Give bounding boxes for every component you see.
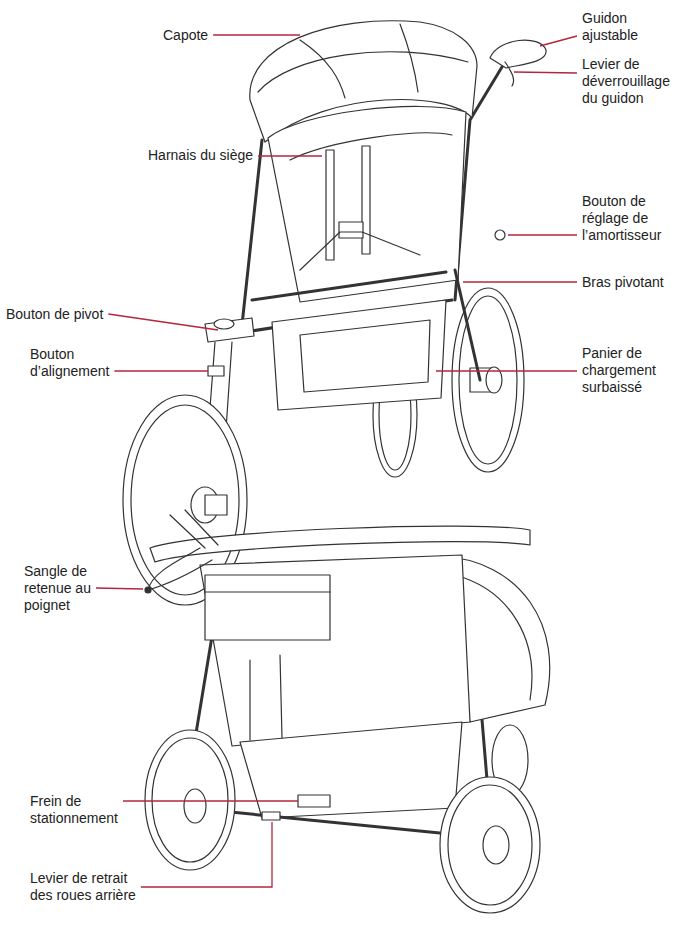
stroller-front-view-part <box>242 140 262 325</box>
stroller-rear-view-part <box>483 826 509 864</box>
stroller-front-view-part <box>252 272 446 300</box>
stroller-rear-view-part <box>440 777 540 913</box>
stroller-rear-view <box>145 510 550 913</box>
part-label: Bouton de pivot <box>6 306 136 323</box>
stroller-front-view-part <box>205 318 254 342</box>
stroller-front-view-part <box>205 495 227 515</box>
leader-line <box>463 281 577 282</box>
leader-line <box>108 314 218 330</box>
part-label: Capote <box>163 27 233 44</box>
stroller-rear-view-part <box>145 587 151 593</box>
leader-line <box>540 36 577 46</box>
part-label: Sangle de retenue au poignet <box>24 563 104 614</box>
leader-line <box>213 34 300 35</box>
leader-line <box>96 588 143 589</box>
stroller-rear-view-part <box>148 548 212 590</box>
part-label: Panier de chargement surbaissé <box>582 345 682 396</box>
stroller-rear-view-part <box>185 510 218 545</box>
stroller-rear-view-part <box>152 738 228 862</box>
stroller-front-view-part <box>208 366 224 376</box>
stroller-front-view-part <box>495 230 505 240</box>
stroller-front-view-part <box>400 24 418 92</box>
part-label: Bouton de réglage de l’amortisseur <box>582 193 686 244</box>
leader-line <box>436 370 577 371</box>
stroller-rear-view-part <box>205 591 330 592</box>
stroller-rear-view-part <box>205 575 330 640</box>
part-label: Bouton d’alignement <box>30 346 126 380</box>
stroller-rear-view-part <box>150 526 530 562</box>
stroller-front-view-part <box>214 319 234 329</box>
stroller-rear-view-part <box>145 730 235 870</box>
stroller-front-view-part <box>452 288 524 472</box>
part-label: Levier de déverrouillage du guidon <box>582 56 686 107</box>
stroller-rear-view-part <box>170 515 205 548</box>
stroller-front-view <box>123 21 546 605</box>
stroller-front-view-part <box>339 222 363 238</box>
stroller-front-view-part <box>490 40 546 68</box>
stroller-rear-view-part <box>240 722 462 818</box>
part-label: Harnais du siège <box>148 147 278 164</box>
leader-line <box>508 234 577 235</box>
stroller-front-view-part <box>272 300 446 410</box>
stroller-rear-view-part <box>262 812 280 820</box>
leader-line <box>114 370 208 371</box>
stroller-front-view-part <box>300 320 430 392</box>
part-label: Guidon ajustable <box>582 10 672 44</box>
leader-line <box>123 800 298 801</box>
part-label: Bras pivotant <box>582 274 686 291</box>
stroller-front-view-part <box>300 232 420 270</box>
stroller-rear-view-part <box>448 785 532 905</box>
leader-line <box>141 822 272 887</box>
stroller-front-view-part <box>258 52 468 92</box>
stroller-front-view-part <box>455 270 480 380</box>
part-label: Levier de retrait des roues arrière <box>30 870 152 904</box>
stroller-rear-view-part <box>200 555 470 746</box>
stroller-rear-view-part <box>280 655 282 738</box>
stroller-front-view-part <box>505 62 514 86</box>
part-label: Frein de stationnement <box>30 793 134 827</box>
stroller-rear-view-part <box>184 789 206 823</box>
stroller-rear-view-part <box>249 660 250 740</box>
stroller-rear-view-part <box>298 795 330 807</box>
leader-line <box>258 155 322 156</box>
stroller-front-view-part <box>300 40 345 98</box>
leader-line <box>514 72 577 73</box>
